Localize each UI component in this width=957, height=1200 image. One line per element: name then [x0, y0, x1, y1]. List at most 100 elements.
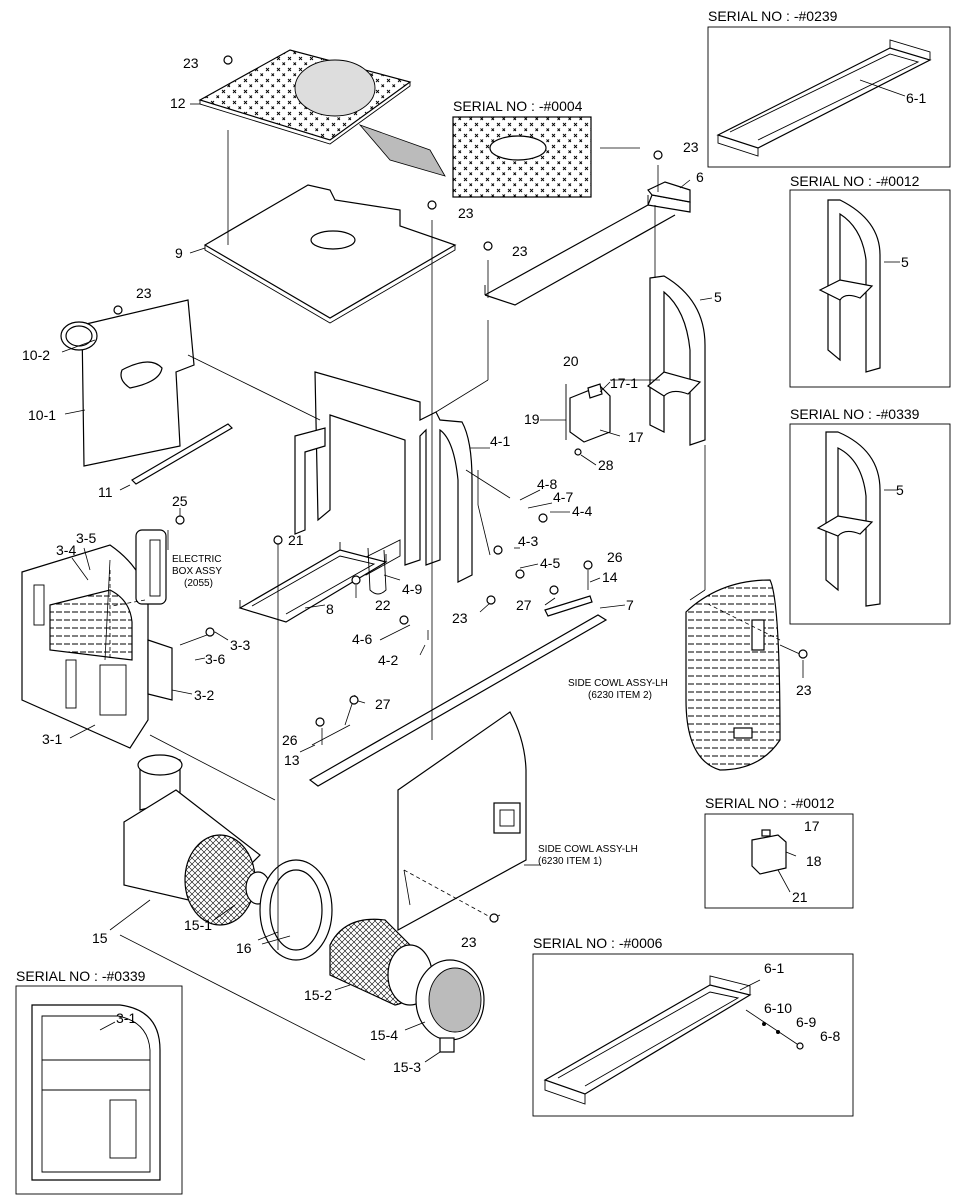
- inset-title: SERIAL NO : -#0012: [790, 173, 920, 189]
- part-air-cleaner: [123, 754, 271, 926]
- inset-title: SERIAL NO : -#0006: [533, 935, 663, 951]
- callout-3-2: 3-2: [194, 687, 214, 703]
- part-base-plate: [203, 184, 457, 324]
- callout-4-5: 4-5: [540, 555, 560, 571]
- inset-label: 6-9: [796, 1014, 816, 1030]
- inset-serial-0239: SERIAL NO : -#0239 6-1: [707, 8, 951, 168]
- inset-title: SERIAL NO : -#0012: [705, 795, 835, 811]
- callout-7: 7: [626, 597, 634, 613]
- note-electric-box: BOX ASSY: [172, 566, 222, 577]
- callout-labels: 23 12 9 23 23 23 6 5 23 10-2 10-1 11 20 …: [22, 55, 812, 1075]
- part-u-bolt: [367, 547, 387, 595]
- part-side-cowl-center: [397, 711, 527, 932]
- callout-17-1: 17-1: [610, 375, 638, 391]
- callout-4-8: 4-8: [537, 476, 557, 492]
- note-electric-box: (2055): [184, 578, 213, 589]
- callout-15-3: 15-3: [393, 1059, 421, 1075]
- note-side-cowl-item2: (6230 ITEM 2): [588, 690, 652, 701]
- inset-label: 5: [896, 482, 904, 498]
- inset-serial-0012-frame: SERIAL NO : -#0012 5: [789, 173, 951, 388]
- callout-23: 23: [796, 682, 812, 698]
- note-side-cowl-item1: (6230 ITEM 1): [538, 856, 602, 867]
- callout-10-2: 10-2: [22, 347, 50, 363]
- part-reservoir-tank: [565, 383, 611, 456]
- part-cover: [415, 959, 485, 1053]
- callout-3-3: 3-3: [230, 637, 250, 653]
- assembly-notes: ELECTRIC BOX ASSY (2055) SIDE COWL ASSY-…: [172, 554, 668, 867]
- callout-13: 13: [284, 752, 300, 768]
- part-clamp: [259, 859, 333, 961]
- note-side-cowl-item1: SIDE COWL ASSY-LH: [538, 844, 638, 855]
- part-side-panel: [21, 544, 173, 749]
- part-left-panel: [60, 299, 195, 467]
- inset-label: 5: [901, 254, 909, 270]
- callout-10-1: 10-1: [28, 407, 56, 423]
- callout-3-1: 3-1: [42, 731, 62, 747]
- note-side-cowl-item2: SIDE COWL ASSY-LH: [568, 678, 668, 689]
- inset-label: 3-1: [116, 1010, 136, 1026]
- inset-label: 6-8: [820, 1028, 840, 1044]
- callout-23: 23: [458, 205, 474, 221]
- callout-15-4: 15-4: [370, 1027, 398, 1043]
- callout-9: 9: [175, 245, 183, 261]
- inset-label: 21: [792, 889, 808, 905]
- callout-28: 28: [598, 457, 614, 473]
- part-tray: [238, 542, 388, 623]
- part-side-cowl-right: [685, 579, 781, 771]
- callout-11: 11: [98, 484, 113, 500]
- callout-15: 15: [92, 930, 108, 946]
- inset-title: SERIAL NO : -#0339: [790, 406, 920, 422]
- part-side-frame: [646, 275, 706, 446]
- callout-3-5: 3-5: [76, 530, 96, 546]
- callout-23: 23: [683, 139, 699, 155]
- part-lower-rail: [308, 595, 608, 787]
- callout-16: 16: [236, 940, 252, 956]
- callout-4-4: 4-4: [572, 503, 592, 519]
- callout-4-2: 4-2: [378, 652, 398, 668]
- part-perforated-plate: [198, 49, 446, 177]
- callout-23: 23: [136, 285, 152, 301]
- callout-3-4: 3-4: [56, 542, 76, 558]
- callout-4-9: 4-9: [402, 581, 422, 597]
- callout-22: 22: [375, 597, 391, 613]
- inset-title: SERIAL NO : -#0004: [453, 98, 583, 114]
- inset-serial-0012-tank: SERIAL NO : -#0012 17 18 21: [704, 795, 854, 909]
- callout-26: 26: [607, 549, 623, 565]
- callout-4-6: 4-6: [352, 631, 372, 647]
- callout-23: 23: [512, 243, 528, 259]
- callout-23: 23: [452, 610, 468, 626]
- callout-5: 5: [714, 289, 722, 305]
- callout-8: 8: [326, 601, 334, 617]
- callout-23: 23: [461, 934, 477, 950]
- inset-serial-0006: SERIAL NO : -#0006 6-1 6-10 6-9 6-8: [532, 935, 854, 1117]
- inset-label: 6-1: [906, 90, 926, 106]
- inset-title: SERIAL NO : -#0239: [708, 8, 838, 24]
- inset-serial-0339-frame: SERIAL NO : -#0339 5: [789, 406, 951, 625]
- part-rod: [131, 423, 233, 485]
- callout-27: 27: [375, 696, 391, 712]
- part-electric-box: [135, 529, 167, 605]
- callout-23: 23: [183, 55, 199, 71]
- callout-4-7: 4-7: [553, 489, 573, 505]
- callout-27: 27: [516, 597, 532, 613]
- bolts: [113, 55, 808, 923]
- callout-3-6: 3-6: [205, 651, 225, 667]
- callout-21: 21: [288, 532, 304, 548]
- callout-17: 17: [628, 429, 644, 445]
- callout-14: 14: [602, 569, 618, 585]
- inset-label: 18: [806, 853, 822, 869]
- callout-19: 19: [524, 411, 540, 427]
- part-main-frame: [294, 371, 473, 583]
- inset-label: 6-10: [764, 1000, 792, 1016]
- inset-serial-0004: SERIAL NO : -#0004: [452, 98, 592, 198]
- inset-label: 6-1: [764, 960, 784, 976]
- callout-12: 12: [170, 95, 186, 111]
- callout-4-1: 4-1: [490, 433, 510, 449]
- callout-4-3: 4-3: [518, 533, 538, 549]
- inset-title: SERIAL NO : -#0339: [16, 968, 146, 984]
- callout-25: 25: [172, 493, 188, 509]
- callout-15-2: 15-2: [304, 987, 332, 1003]
- part-top-bracket: [484, 181, 691, 306]
